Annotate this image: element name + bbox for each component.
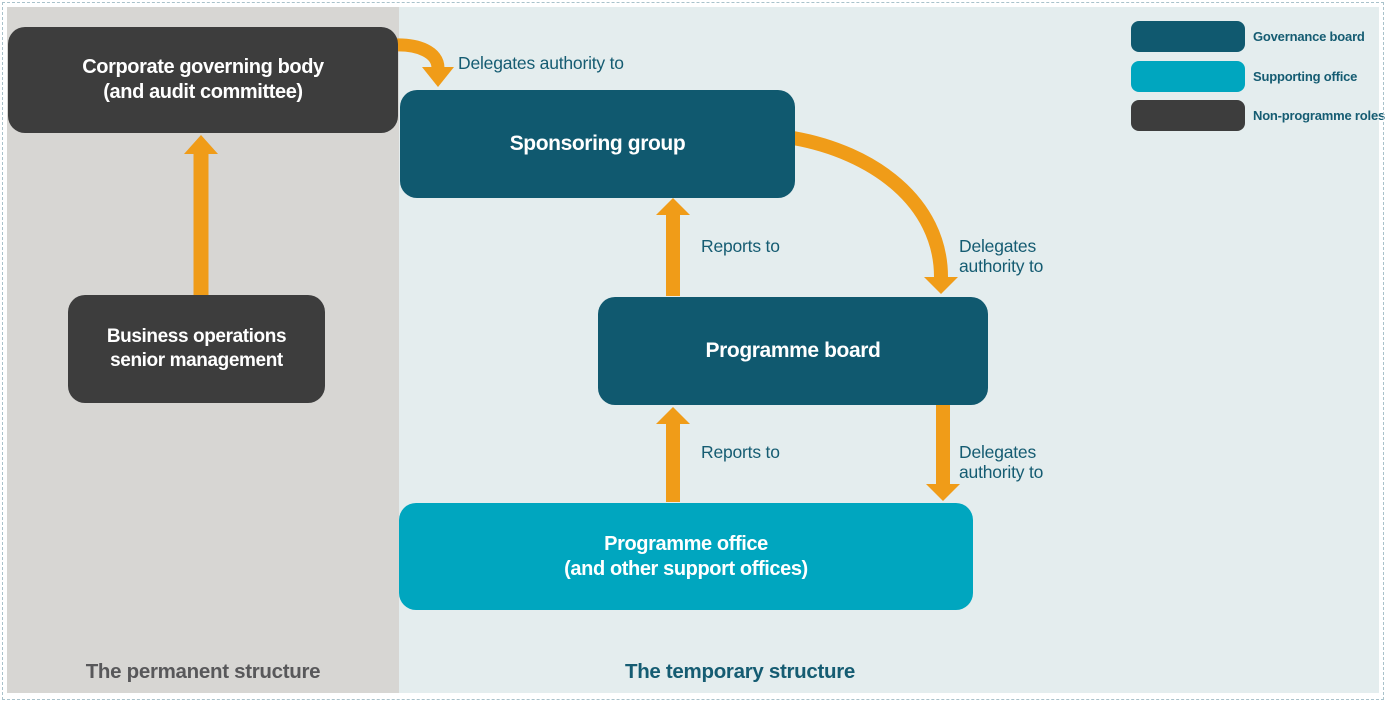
legend-item-non-programme-roles: Non-programme roles bbox=[1131, 100, 1385, 131]
delegates-authority-label-line1: Delegates bbox=[959, 236, 1037, 256]
sponsoring-group-box: Sponsoring group bbox=[400, 90, 795, 198]
delegates-authority-arrow-sponsoring-to-board bbox=[791, 131, 958, 294]
delegates-authority-arrow-corporate-to-sponsoring bbox=[393, 38, 454, 87]
business-operations-label-line1: Business operations bbox=[106, 326, 287, 347]
programme-board-label: Programme board bbox=[705, 339, 881, 362]
programme-board-box: Programme board bbox=[598, 297, 988, 405]
delegates-authority-label-line2: authority to bbox=[959, 462, 1044, 482]
permanent-structure-title: The permanent structure bbox=[85, 660, 321, 683]
business-operations-label-line2: senior management bbox=[110, 350, 283, 371]
corporate-governing-body-label-line2: (and audit committee) bbox=[103, 81, 303, 103]
corporate-governing-body-label-line1: Corporate governing body bbox=[82, 56, 324, 78]
programme-office-label-line1: Programme office bbox=[604, 532, 768, 555]
reports-to-arrow-board-to-sponsoring bbox=[656, 198, 690, 296]
reports-to-label-office-to-board: Reports to bbox=[701, 442, 780, 462]
supporting-office-swatch bbox=[1131, 60, 1245, 92]
legend: Governance board Supporting office Non-p… bbox=[1131, 21, 1385, 140]
reports-to-arrow-office-to-board bbox=[656, 407, 690, 502]
corporate-governing-body-box: Corporate governing body (and audit comm… bbox=[8, 27, 398, 133]
legend-label-non-programme-roles: Non-programme roles bbox=[1253, 108, 1386, 123]
legend-label-governance-board: Governance board bbox=[1253, 29, 1365, 44]
reports-to-arrow-business-to-corporate bbox=[184, 135, 218, 295]
delegates-authority-label-line2: authority to bbox=[959, 256, 1044, 276]
delegates-authority-label-board-to-office: Delegates authority to bbox=[959, 442, 1043, 482]
delegates-authority-arrow-board-to-office bbox=[926, 404, 960, 501]
programme-office-label-line2: (and other support offices) bbox=[564, 557, 808, 580]
delegates-authority-label-line1: Delegates bbox=[959, 442, 1037, 462]
reports-to-label-board-to-sponsoring: Reports to bbox=[701, 236, 780, 256]
legend-label-supporting-office: Supporting office bbox=[1253, 68, 1358, 84]
temporary-structure-title: The temporary structure bbox=[624, 660, 856, 683]
governance-board-swatch bbox=[1131, 21, 1245, 52]
programme-office-box: Programme office (and other support offi… bbox=[399, 503, 973, 610]
sponsoring-group-label: Sponsoring group bbox=[509, 132, 686, 155]
business-operations-box: Business operations senior management bbox=[68, 295, 325, 403]
legend-item-governance-board: Governance board bbox=[1131, 21, 1385, 52]
delegates-authority-label-sponsoring-to-board: Delegates authority to bbox=[959, 236, 1043, 276]
non-programme-roles-swatch bbox=[1131, 100, 1245, 131]
delegates-authority-label-top: Delegates authority to bbox=[458, 53, 624, 73]
legend-item-supporting-office: Supporting office bbox=[1131, 60, 1385, 92]
